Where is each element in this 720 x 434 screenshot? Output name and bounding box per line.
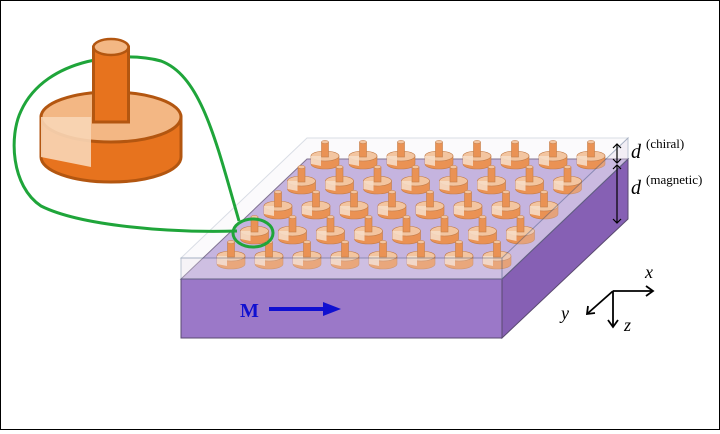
magnified-element-callout — [12, 39, 275, 249]
x-axis-label: x — [644, 262, 653, 282]
slab-front-face — [180, 278, 503, 339]
chiral-superscript: (chiral) — [646, 136, 684, 151]
magnetization-vector: M — [240, 300, 341, 322]
thickness-markers: d (chiral) d (magnetic) — [612, 136, 702, 224]
magnetization-label: M — [240, 300, 259, 322]
y-axis-label: y — [559, 303, 569, 323]
d-chiral-symbol: d — [631, 141, 642, 163]
chiral-layer-top — [179, 137, 630, 259]
y-axis-line — [586, 290, 614, 315]
callout-target-ring — [231, 217, 275, 249]
magnetization-arrow-head — [323, 302, 341, 316]
z-axis-label: z — [623, 315, 631, 335]
chiral-layer-front — [180, 257, 503, 280]
chiral-layer-side — [501, 136, 629, 281]
callout-outline — [12, 55, 241, 233]
d-magnetic-symbol: d — [631, 177, 642, 199]
coordinate-axes: x y z — [559, 262, 655, 335]
magnetic-superscript: (magnetic) — [646, 172, 702, 187]
chiral-layer — [179, 136, 630, 281]
